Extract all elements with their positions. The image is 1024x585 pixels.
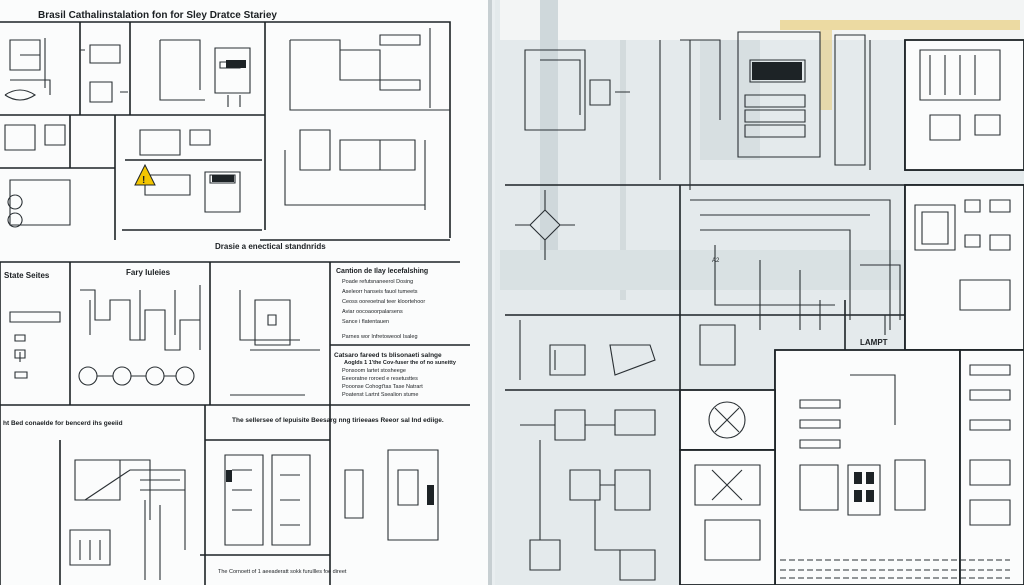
right-wiring-overlay: LAMPT A2 (505, 31, 1024, 585)
note-middle: The sellersee of Iepuisite Beesarg nng t… (232, 417, 444, 424)
caution-title: Catsaro fareed ts blisonaeti salnge (334, 352, 442, 359)
fuses-panel-title: Fary Iuleies (126, 268, 171, 277)
svg-text:!: ! (142, 175, 145, 186)
switches-panel-title: State Seites (4, 271, 50, 280)
lamp-label: LAMPT (860, 338, 888, 347)
caution-subtitle: Aoglds 1 1'the Cov-fuser the of no sunei… (344, 360, 457, 366)
warning-icon (134, 163, 156, 186)
sheet-title: Brasil Cathalinstalation fon for Sley Dr… (38, 10, 277, 21)
note-left: ht Bed conaelde for bencerd ihs geeiid (3, 420, 123, 427)
left-wiring-sheet: Brasil Cathalinstalation fon for Sley Dr… (0, 0, 492, 585)
legend-list: Poade refutsnaneerol Dosing Aseleorr han… (342, 279, 427, 340)
standards-caption: Drasie a enectical standnrids (215, 242, 326, 251)
caution-list: Ponsoom lartet stosheege Eeeoratne roroe… (342, 368, 424, 398)
legend-title: Cantion de Ilay lecefalshing (336, 268, 428, 275)
note-bottom: The Cornoett of 1 aeeaderatt sokk furull… (218, 569, 347, 575)
small-label: A2 (712, 258, 720, 264)
